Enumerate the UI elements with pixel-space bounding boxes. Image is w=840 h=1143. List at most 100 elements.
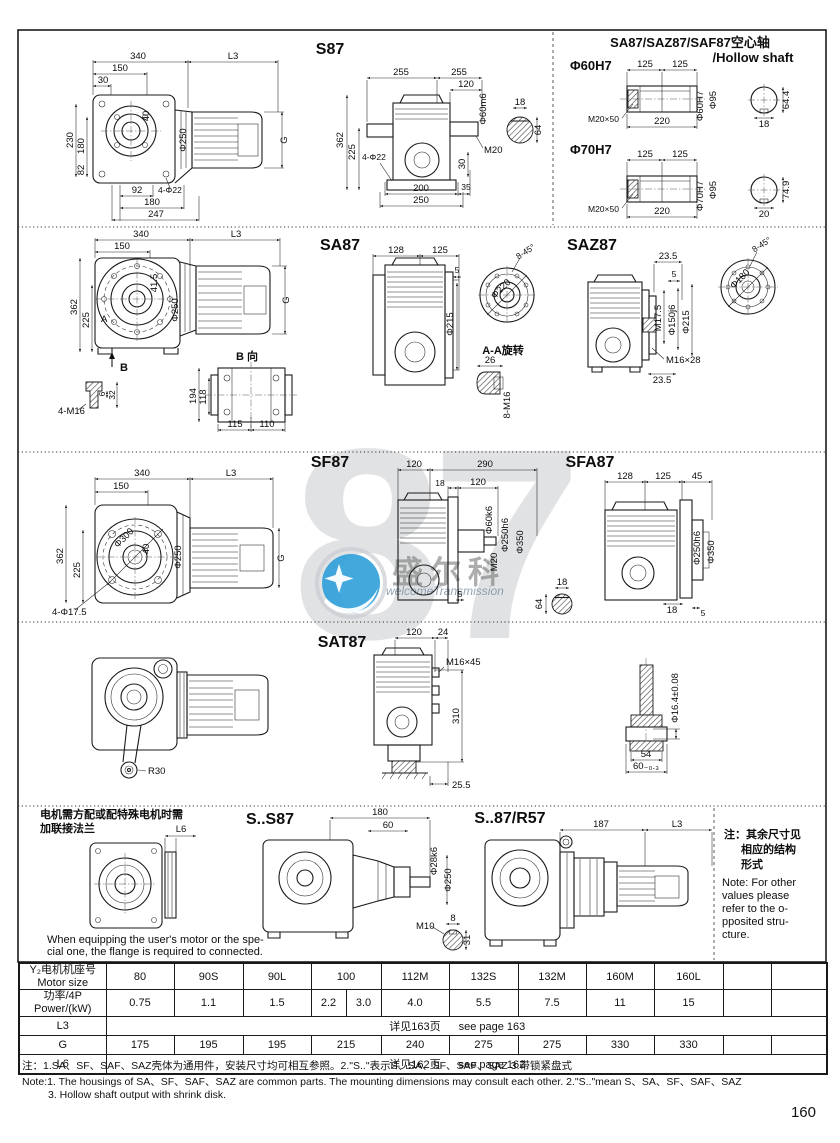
- dim-label: 125: [672, 149, 688, 160]
- watermark-logo-icon: [315, 547, 387, 619]
- view-title-sfa87: SFA87: [566, 454, 615, 471]
- dim-label: 255: [451, 67, 467, 78]
- motor-note-en-line1: When equipping the user's motor or the s…: [47, 934, 264, 946]
- side-note-en-line5: cture.: [722, 929, 750, 941]
- dim-label: 20: [759, 209, 770, 220]
- dim-label: Φ215: [445, 312, 456, 335]
- sa87-flange-view: 8-45° Φ220: [478, 242, 537, 324]
- s87r57-view: 187 L3: [484, 819, 713, 947]
- dim-label: R30: [148, 766, 165, 777]
- sa87-b-view-detail: B 向 194 118 115 110: [188, 349, 297, 432]
- power-cell: 3.0: [345, 989, 382, 1017]
- dim-label: 125: [432, 245, 448, 256]
- dim-label: Φ250h6: [500, 518, 511, 552]
- spec-table: Y₂电机机座号 Motor size 80 90S 90L 100 112M 1…: [18, 962, 829, 1075]
- dim-label: M16×45: [446, 657, 481, 668]
- dim-label: A: [101, 314, 108, 325]
- dim-label: 120: [470, 477, 486, 488]
- dim-label: Φ60m6: [478, 93, 489, 124]
- motor-size-label-cn: Y₂电机机座号: [29, 964, 97, 976]
- dim-label: Φ250: [443, 868, 454, 891]
- dim-label: 340: [134, 468, 150, 479]
- view-title-s87r57: S..87/R57: [474, 810, 545, 827]
- dim-label: 4-Φ17.5: [52, 607, 87, 618]
- dim-label: Φ95: [708, 181, 719, 199]
- sat87-shrink-disk-detail: Φ16.4±0.08 54 60₋₀.₃: [625, 658, 681, 774]
- motor-note-cn-line1: 电机需方配或配特殊电机时需: [40, 807, 183, 821]
- hollow-d60-label: Φ60H7: [570, 58, 612, 73]
- dim-label: 92: [132, 185, 143, 196]
- dim-label: 64: [534, 599, 545, 610]
- s87-side-view: 255 255 120 Φ60m6 M20 18 64 362 225 4-Φ2…: [335, 67, 544, 208]
- power-label-cell: 功率/4P Power/(kW): [18, 989, 107, 1017]
- empty-cell: [722, 962, 772, 991]
- dim-label: 4-Φ22: [362, 152, 386, 162]
- saz87-flange-view: 8-45° Φ180: [718, 235, 778, 316]
- dim-label: M17.5: [653, 305, 664, 331]
- dim-label: L3: [672, 819, 683, 830]
- dim-label: 6: [97, 391, 107, 396]
- side-note-en-line1: Note: For other: [722, 877, 796, 889]
- l6-value-en: see page 162: [458, 1058, 526, 1071]
- dim-label: 118: [198, 389, 209, 404]
- dim-label: 5: [701, 608, 706, 618]
- dim-label: 194: [188, 388, 199, 404]
- power-label-cn: 功率/4P: [43, 990, 82, 1003]
- dim-label: 31: [462, 935, 473, 946]
- g-label-cell: G: [18, 1034, 107, 1055]
- motor-note-en-line2: cial one, the flange is required to conn…: [47, 946, 263, 958]
- dim-label: 150: [112, 63, 128, 74]
- dim-label: 8: [450, 913, 455, 924]
- side-note-cn-line3: 形式: [741, 857, 763, 871]
- power-cell: 11: [585, 989, 655, 1017]
- g-cell: 330: [653, 1034, 724, 1055]
- table-row-g: G 175 195 195 215 240 275 275 330 330: [18, 1034, 828, 1055]
- dim-label: 8-M16: [502, 392, 513, 419]
- dim-label: Φ70H7: [695, 181, 706, 211]
- dim-label: M20: [489, 553, 500, 571]
- motor-size-cell: 90L: [242, 962, 312, 991]
- dim-label: 290: [477, 459, 493, 470]
- dim-label: Φ350: [515, 530, 526, 553]
- dim-label: 230: [65, 132, 76, 148]
- sa87-bolt-detail: 6 32 4-M16: [58, 381, 119, 417]
- dim-label: Φ60H7: [695, 91, 706, 121]
- side-note-en-line4: pposited stru-: [722, 916, 789, 928]
- sa87-front-view: 340 L3 150 41.5 A Φ250 G 362 225 B: [69, 229, 292, 374]
- detail-title: B 向: [236, 349, 258, 363]
- g-cell: 330: [585, 1034, 655, 1055]
- dim-label: 120: [458, 79, 474, 90]
- empty-cell: [770, 962, 828, 991]
- dim-label: 225: [81, 312, 92, 328]
- side-note-column: 注：其余尺寸见 相应的结构 形式 Note: For other values …: [722, 827, 801, 941]
- dim-label: 18: [667, 605, 678, 616]
- dim-label: Φ300: [112, 526, 136, 550]
- power-cell: 0.75: [105, 989, 175, 1017]
- dim-label: Φ220: [489, 277, 513, 301]
- dim-label: 35: [461, 182, 471, 192]
- dim-label: Φ250h6: [692, 531, 703, 565]
- dim-label: 362: [55, 548, 66, 564]
- dim-label: Φ215: [681, 310, 692, 333]
- dim-label: M20: [484, 145, 502, 156]
- g-cell: 240: [380, 1034, 450, 1055]
- empty-cell: [770, 989, 828, 1017]
- g-cell: 215: [310, 1034, 382, 1055]
- dim-label: 4-M16: [58, 406, 85, 417]
- power-cell: 7.5: [517, 989, 587, 1017]
- dim-label: 250: [413, 195, 429, 206]
- dim-label: 150: [113, 481, 129, 492]
- dim-label: 23.5: [659, 251, 678, 262]
- dim-label: 18: [557, 577, 568, 588]
- dim-label: 60₋₀.₃: [633, 761, 659, 772]
- dim-label: Φ250: [178, 128, 189, 151]
- empty-cell: [770, 1034, 828, 1055]
- motor-size-cell: 132S: [448, 962, 519, 991]
- motor-size-label-en: Motor size: [37, 976, 89, 989]
- dim-label: 180: [372, 807, 388, 818]
- dim-label: 26: [485, 355, 496, 366]
- motor-size-cell: 80: [105, 962, 175, 991]
- g-cell: 275: [448, 1034, 519, 1055]
